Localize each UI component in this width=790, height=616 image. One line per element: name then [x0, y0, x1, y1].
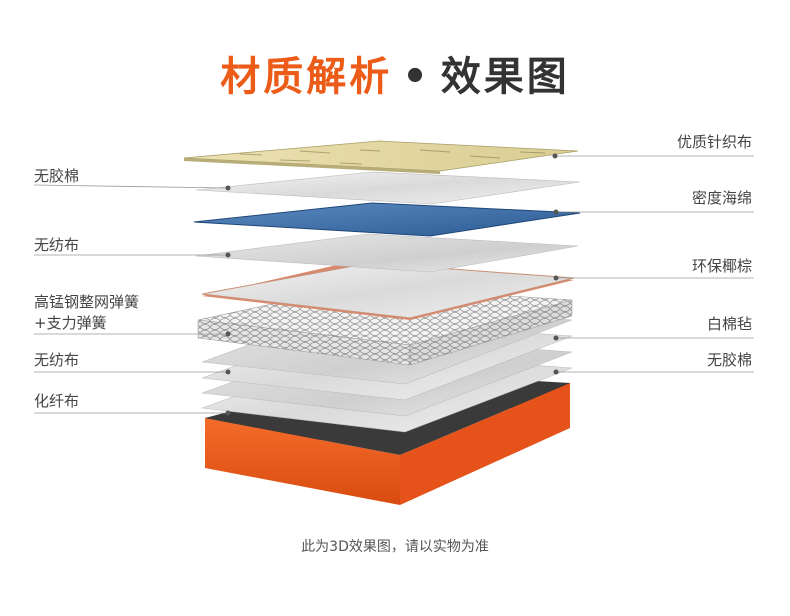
label-white-felt: 白棉毡	[706, 315, 752, 333]
label-density-foam: 密度海绵	[691, 189, 752, 207]
title-part-1: 材质解析	[220, 54, 393, 100]
label-knitted-fabric: 优质针织布	[676, 133, 752, 151]
layer-knitted-fabric	[183, 140, 579, 174]
label-cotton-top: 无胶棉	[34, 167, 80, 185]
leader-dots	[225, 153, 559, 416]
page-title: 材质解析•效果图	[0, 44, 790, 102]
label-nonwoven-top: 无纺布	[34, 236, 80, 254]
title-part-2: 效果图	[440, 54, 570, 100]
label-spring-line2: +支力弹簧	[34, 314, 107, 332]
label-cotton-bottom: 无胶棉	[706, 351, 752, 369]
label-spring-line1: 高锰钢整网弹簧	[34, 293, 140, 311]
leader-lines	[33, 155, 754, 414]
disclaimer-caption: 此为3D效果图，请以实物为准	[301, 539, 489, 555]
layer-density-foam	[193, 202, 581, 237]
layer-nonwoven-top	[195, 233, 579, 273]
layer-cotton-top	[195, 171, 581, 205]
title-separator: •	[402, 54, 431, 100]
label-coir: 环保椰棕	[691, 257, 752, 275]
label-nonwoven-bottom: 无纺布	[34, 351, 80, 369]
label-fiber-cloth: 化纤布	[34, 392, 80, 410]
